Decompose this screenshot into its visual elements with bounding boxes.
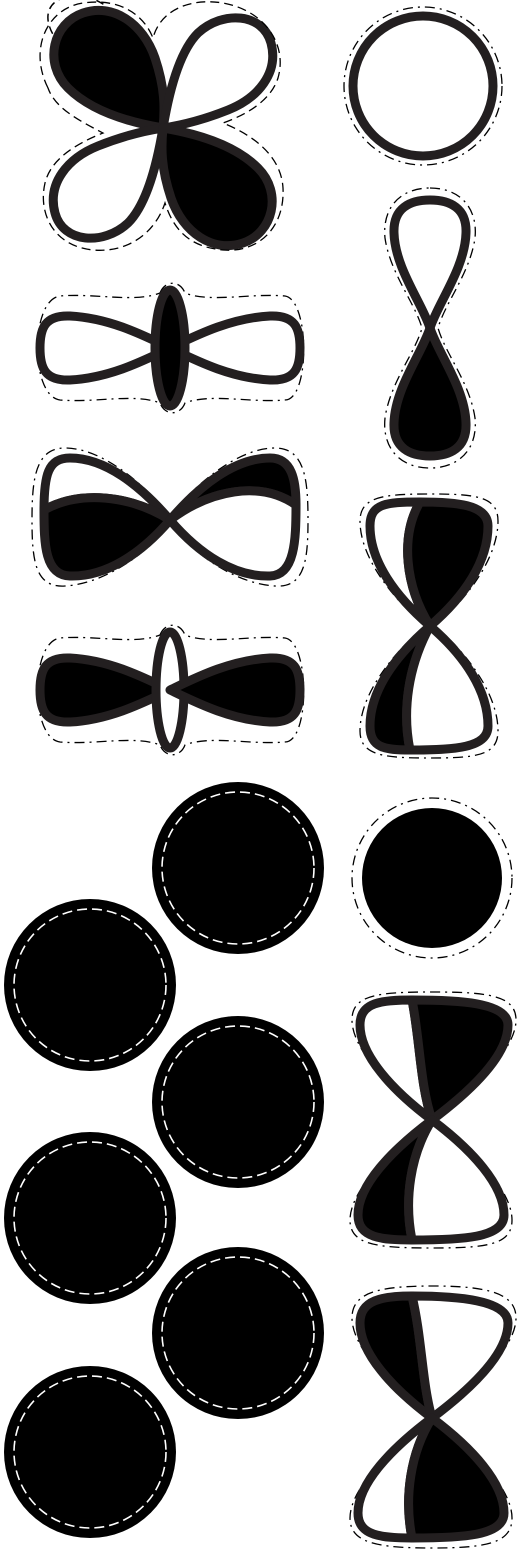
dz2-horizontal-dark-icon[interactable] [38, 625, 304, 755]
circle-stitched-icon[interactable] [152, 1247, 324, 1419]
bow-vertical-icon[interactable] [360, 494, 498, 758]
circle-stitched-icon[interactable] [4, 1132, 176, 1304]
circle-stitched-icon[interactable] [152, 1016, 324, 1188]
bow-vertical-icon[interactable] [350, 1286, 516, 1548]
bow-horizontal-icon[interactable] [32, 448, 308, 586]
circle-stitched-icon[interactable] [152, 782, 324, 954]
ring-icon[interactable] [344, 7, 502, 165]
disc-icon[interactable] [352, 798, 512, 958]
dz2-horizontal-icon[interactable] [38, 283, 304, 413]
dumbbell-vertical-icon[interactable] [385, 188, 476, 468]
clover-4-lobe-icon[interactable] [40, 0, 286, 251]
bow-vertical-icon[interactable] [350, 992, 516, 1248]
circle-stitched-icon[interactable] [4, 899, 176, 1071]
circle-stitched-icon[interactable] [4, 1366, 176, 1538]
